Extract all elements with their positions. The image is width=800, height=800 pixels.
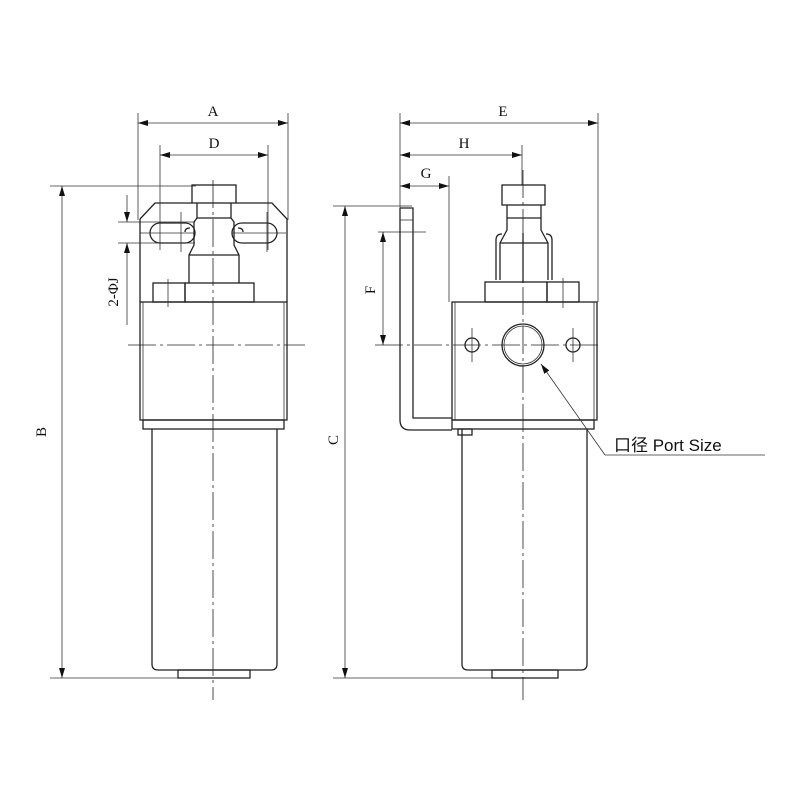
dim-g-label: G — [421, 166, 432, 182]
dim-b-label: B — [34, 427, 50, 437]
dim-f-label: F — [363, 286, 379, 294]
dim-e-label: E — [498, 104, 507, 120]
dim-j-label: 2-ΦJ — [106, 277, 122, 306]
side-view — [333, 113, 765, 700]
dim-d-label: D — [209, 136, 220, 152]
front-view — [50, 113, 305, 700]
dim-a-label: A — [208, 104, 219, 120]
port-size-label: 口径 Port Size — [614, 436, 722, 455]
dim-h-label: H — [459, 136, 470, 152]
dim-c-label: C — [326, 435, 342, 445]
